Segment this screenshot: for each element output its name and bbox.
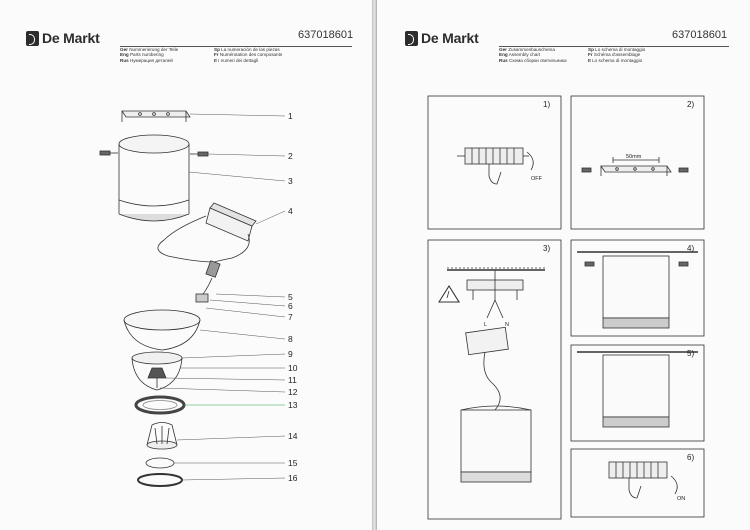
legend-col-1: Ger Nummerierung der Teile Eng Parts num… — [120, 47, 179, 63]
step-4-frame — [570, 239, 705, 337]
part-number: 1 — [288, 111, 293, 121]
rotate-arrow-icon — [670, 475, 678, 495]
step-number: 1) — [543, 100, 550, 109]
mounting-bracket — [121, 110, 191, 122]
part-number: 16 — [288, 473, 298, 483]
part-number: 4 — [288, 206, 293, 216]
brand-name: De Markt — [421, 30, 479, 46]
part-number: 13 — [288, 400, 298, 410]
driver-box — [157, 202, 257, 263]
part-number: 5 — [288, 292, 293, 302]
step-4-mounting — [577, 251, 698, 329]
part-number: 10 — [288, 363, 298, 373]
step-6-terminal-block — [608, 461, 678, 499]
step-number: 4) — [687, 244, 694, 253]
step-number: 3) — [543, 244, 550, 253]
reflector — [123, 309, 201, 351]
part-number: 11 — [288, 375, 297, 385]
part-number: 9 — [288, 349, 293, 359]
cone-reflector — [146, 422, 178, 450]
lamp-body — [460, 409, 532, 473]
hand-icon — [628, 478, 642, 499]
hand-icon — [488, 164, 502, 185]
rotate-arrow-icon — [526, 151, 534, 171]
article-number: 637018601 — [298, 29, 354, 41]
part-number: 3 — [288, 176, 293, 186]
leader-lines — [159, 113, 286, 481]
part-number: 2 — [288, 151, 293, 161]
part-number: 7 — [288, 312, 293, 322]
step-annotations: OFF 50mm L N ON — [484, 154, 685, 502]
lamp-module — [131, 351, 183, 391]
step-1-terminal-block — [457, 147, 534, 185]
step-6-frame — [570, 448, 705, 518]
brand-name: De Markt — [42, 30, 100, 46]
legend-col-2: Sp Lo schema di montaggio Fr Schéma d'as… — [588, 47, 646, 63]
driver-box — [465, 326, 509, 356]
part-number: 15 — [288, 458, 298, 468]
header-rule — [499, 46, 729, 47]
part-number: 14 — [288, 431, 298, 441]
brand-logo: De Markt — [26, 30, 100, 46]
logo-mark-icon — [405, 30, 418, 46]
wire-l-label: L — [484, 322, 487, 328]
part-number: 8 — [288, 334, 293, 344]
article-number: 637018601 — [672, 29, 728, 41]
exploded-view-diagram: 1 2 3 4 5 6 7 8 9 10 11 12 13 14 15 16 — [99, 110, 298, 487]
glass-disk — [145, 457, 175, 469]
step-number: 5) — [687, 349, 694, 358]
step-2-frame — [570, 95, 705, 230]
step-5-frame — [570, 344, 705, 442]
step-number-labels: 1) 2) 3) 4) 5) 6) — [543, 100, 694, 462]
legend-col-2: Sp La numeración de las piezas Fr Numéro… — [214, 47, 283, 63]
part-number: 12 — [288, 387, 298, 397]
logo-mark-icon — [26, 30, 39, 46]
switch-on-label: ON — [677, 496, 685, 502]
step-2-bracket — [581, 157, 689, 176]
dimension-label: 50mm — [626, 154, 642, 160]
step-number: 2) — [687, 100, 694, 109]
wire-n-label: N — [505, 322, 509, 328]
warning-icon — [438, 284, 460, 303]
connector — [195, 260, 221, 303]
brand-logo: De Markt — [405, 30, 479, 46]
legend-col-1: Ger Zusammenbauschema Eng Assembly chart… — [499, 47, 567, 63]
step-3-frame — [427, 239, 562, 520]
switch-off-label: OFF — [531, 176, 543, 182]
spine — [372, 0, 377, 530]
housing-cylinder — [118, 134, 190, 222]
assembly-page: De Markt 637018601 Ger Zusammenbauschema… — [377, 0, 750, 530]
lens-ring — [134, 395, 186, 415]
assembly-steps-diagram: 1) 2) 3) 4) 5) 6) OFF 50mm L N ON — [427, 95, 705, 520]
step-1-frame — [427, 95, 562, 230]
parts-page: De Markt 637018601 Ger Nummerierung der … — [0, 0, 372, 530]
step-number: 6) — [687, 453, 694, 462]
screws — [99, 150, 209, 157]
part-number: 6 — [288, 301, 293, 311]
header-rule — [120, 46, 352, 47]
step-5-installed — [577, 351, 698, 428]
step-3-wiring — [438, 267, 545, 483]
part-number-labels: 1 2 3 4 5 6 7 8 9 10 11 12 13 14 15 16 — [288, 111, 298, 483]
outer-ring — [137, 473, 183, 487]
